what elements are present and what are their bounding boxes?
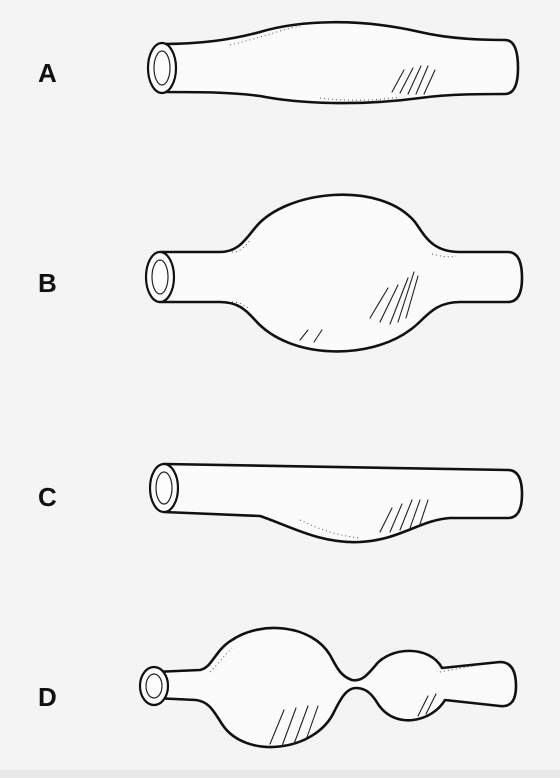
panel-d-vessel <box>140 628 516 747</box>
panel-label-b: B <box>38 270 57 296</box>
panel-d-lumen <box>140 667 168 705</box>
bottom-text-fragment <box>0 770 560 778</box>
panel-c-vessel <box>150 464 522 542</box>
panel-label-c: C <box>38 484 57 510</box>
panel-c-lumen <box>150 464 178 512</box>
panel-a-vessel <box>148 22 518 103</box>
panel-b-vessel <box>146 195 522 352</box>
panel-label-a: A <box>38 60 57 86</box>
panel-label-d: D <box>38 684 57 710</box>
